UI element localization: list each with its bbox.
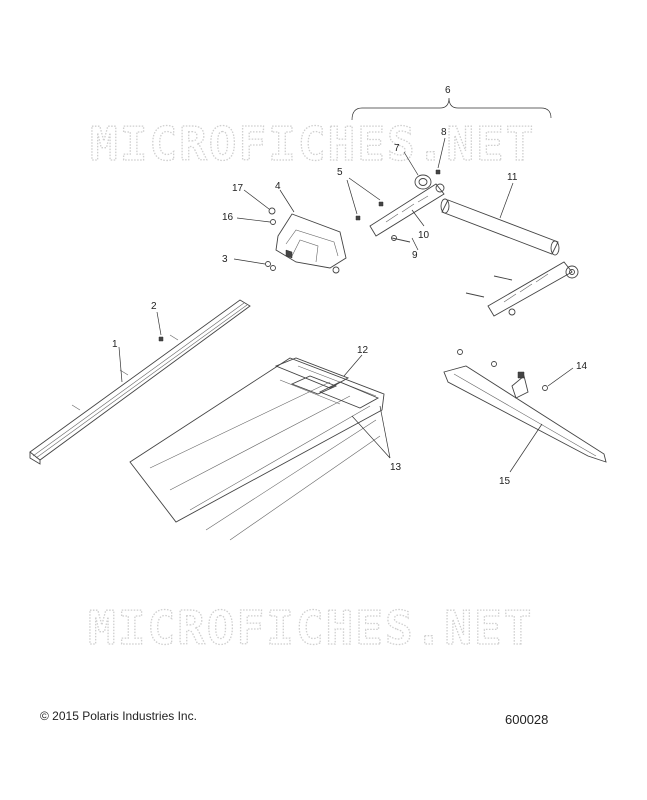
callout-3: 3 [222, 254, 228, 265]
callout-12: 12 [357, 345, 369, 356]
part-16-washer [236, 217, 276, 225]
part-7-bushing [403, 151, 432, 190]
callout-14: 14 [576, 361, 588, 372]
part-11-shaft [440, 182, 560, 256]
part-9-bolt [391, 235, 419, 251]
part-10-arm [369, 183, 445, 237]
assembly-6-brace [351, 97, 552, 121]
part-5-bolts [346, 177, 384, 221]
callout-2: 2 [151, 301, 157, 312]
callout-8: 8 [441, 127, 447, 138]
part-13-pads [351, 405, 391, 459]
part-4-bracket [275, 189, 347, 274]
part-15-runner [443, 365, 607, 473]
watermark-bottom: MICROFICHES.NET [88, 601, 533, 655]
callout-10: 10 [418, 230, 430, 241]
part-12-deck [129, 354, 385, 541]
callout-7: 7 [394, 143, 400, 154]
callout-1: 1 [112, 339, 118, 350]
part-17-nut [243, 189, 276, 215]
figure-number: 600028 [505, 712, 549, 727]
callout-13: 13 [390, 462, 402, 473]
callout-4: 4 [275, 181, 281, 192]
copyright-notice: © 2015 Polaris Industries Inc. [40, 709, 197, 723]
callout-5: 5 [337, 167, 343, 178]
part-2-screw [156, 311, 164, 342]
callout-16: 16 [222, 212, 234, 223]
watermark-top: MICROFICHES.NET [90, 117, 535, 171]
callout-6: 6 [445, 85, 451, 96]
part-3-bolts [233, 258, 276, 271]
part-1-rail [29, 299, 251, 465]
callout-11: 11 [507, 172, 518, 183]
part-8-nut [435, 137, 446, 175]
callout-15: 15 [499, 476, 511, 487]
part-14-screws [457, 349, 574, 391]
callout-17: 17 [232, 183, 244, 194]
callout-9: 9 [412, 250, 418, 261]
part-arm-lower [465, 261, 579, 317]
